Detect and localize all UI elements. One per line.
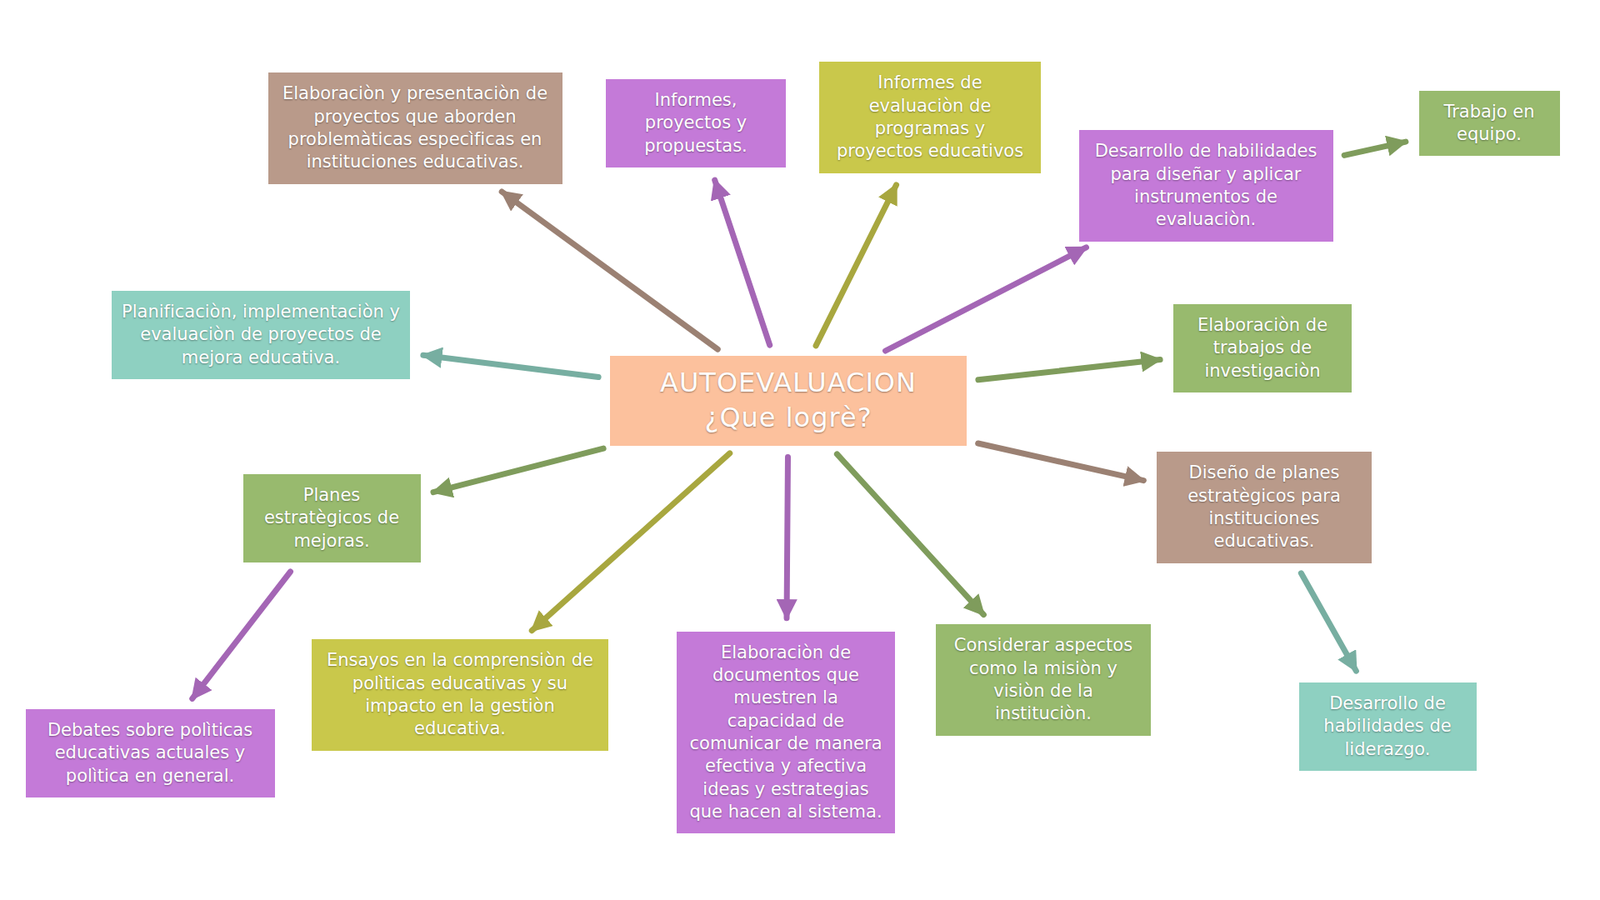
- box-text: Desarrollo de habilidades para diseñar y…: [1089, 140, 1324, 231]
- arrow-connector: [192, 571, 291, 699]
- topic-box: Considerar aspectos como la misiòn y vis…: [935, 624, 1151, 735]
- arrow-connector: [1344, 141, 1406, 155]
- topic-box: Elaboraciòn de trabajos de investigaciòn: [1173, 304, 1352, 393]
- box-text: Planes estratègicos de mejoras.: [253, 484, 411, 553]
- box-text: Elaboraciòn de trabajos de investigaciòn: [1183, 314, 1342, 383]
- arrow-connector: [1300, 573, 1356, 671]
- topic-box: Trabajo en equipo.: [1419, 90, 1560, 157]
- box-text: Considerar aspectos como la misiòn y vis…: [945, 634, 1141, 725]
- box-text: Elaboraciòn de documentos que muestren l…: [686, 641, 885, 824]
- central-box: AUTOEVALUACION ¿Que logrè?: [610, 355, 967, 445]
- box-text: Informes, proyectos y propuestas.: [615, 89, 776, 158]
- box-text: Diseño de planes estratègicos para insti…: [1166, 461, 1362, 553]
- topic-box: Debates sobre polìticas educativas actua…: [25, 709, 275, 798]
- box-text: Desarrollo de habilidades de liderazgo.: [1309, 692, 1467, 761]
- box-text: Debates sobre polìticas educativas actua…: [35, 719, 265, 788]
- topic-box: Ensayos en la comprensiòn de polìticas e…: [311, 639, 609, 750]
- box-text: Trabajo en equipo.: [1429, 100, 1550, 147]
- topic-box: Informes de evaluaciòn de programas y pr…: [819, 61, 1041, 173]
- arrow-connector: [501, 191, 718, 350]
- arrow-connector: [885, 247, 1087, 351]
- arrow-connector: [978, 360, 1160, 380]
- arrow-connector: [786, 457, 788, 619]
- topic-box: Desarrollo de habilidades para diseñar y…: [1079, 130, 1334, 241]
- box-text: Planificaciòn, implementaciòn y evaluaci…: [121, 300, 400, 370]
- arrow-connector: [423, 355, 599, 377]
- topic-box: Desarrollo de habilidades de liderazgo.: [1299, 682, 1477, 771]
- arrow-connector: [715, 180, 770, 345]
- topic-box: Planes estratègicos de mejoras.: [243, 474, 421, 563]
- arrow-connector: [836, 454, 984, 615]
- arrow-connector: [815, 185, 896, 346]
- topic-box: Informes, proyectos y propuestas.: [605, 79, 786, 168]
- topic-box: Elaboraciòn de documentos que muestren l…: [676, 631, 895, 834]
- arrow-connector: [978, 443, 1145, 481]
- box-text: AUTOEVALUACION ¿Que logrè?: [620, 365, 957, 435]
- box-text: Elaboraciòn y presentaciòn de proyectos …: [278, 82, 553, 174]
- arrow-connector: [433, 448, 604, 493]
- topic-box: Planificaciòn, implementaciòn y evaluaci…: [111, 290, 410, 380]
- topic-box: Diseño de planes estratègicos para insti…: [1156, 451, 1372, 563]
- box-text: Ensayos en la comprensiòn de polìticas e…: [321, 649, 599, 740]
- arrow-connector: [531, 453, 730, 631]
- box-text: Informes de evaluaciòn de programas y pr…: [829, 71, 1031, 163]
- topic-box: Elaboraciòn y presentaciòn de proyectos …: [268, 72, 563, 184]
